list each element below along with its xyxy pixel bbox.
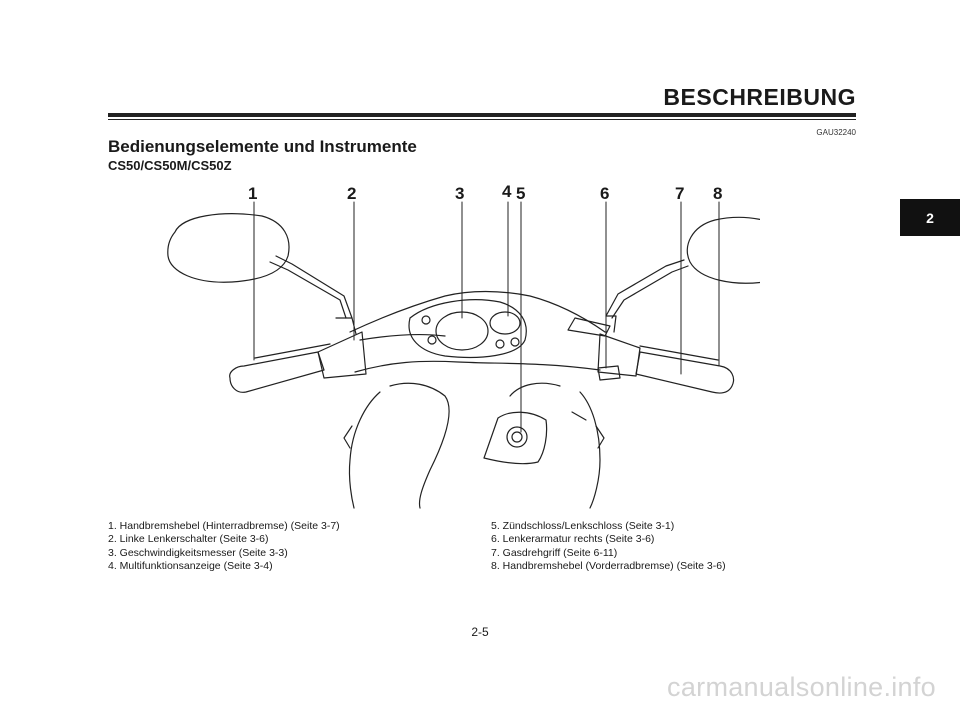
callout-8: 8 (713, 184, 722, 203)
multifunction-display (489, 311, 521, 349)
chapter-tab-label: 2 (926, 209, 934, 226)
chapter-title: BESCHREIBUNG (663, 84, 856, 110)
chapter-tab[interactable]: 2 (900, 199, 960, 236)
legend-item: 6. Lenkerarmatur rechts (Seite 3-6) (491, 533, 655, 546)
callout-1: 1 (248, 184, 257, 203)
legend-item: 1. Handbremshebel (Hinterradbremse) (Sei… (108, 520, 340, 532)
watermark[interactable]: carmanualsonline.info (667, 672, 936, 702)
legend-item: 2. Linke Lenkerschalter (Seite 3-6) (108, 533, 269, 546)
legend-item: 3. Geschwindigkeitsmesser (Seite 3-3) (108, 546, 288, 559)
callout-labels: 1 2 3 4 5 6 7 8 (248, 182, 722, 203)
callout-2: 2 (347, 184, 356, 203)
callout-5: 5 (516, 184, 525, 203)
scooter-body (343, 382, 605, 509)
callout-3: 3 (455, 184, 464, 203)
legend-item: 8. Handbremshebel (Vorderradbremse) (Sei… (491, 560, 726, 573)
header-rule-thick (108, 113, 856, 117)
callout-6: 6 (600, 184, 609, 203)
handlebar-illustration: 1 2 3 4 5 6 7 8 (167, 182, 760, 509)
legend-left: 1. Handbremshebel (Hinterradbremse) (Sei… (108, 520, 340, 574)
page-number: 2-5 (471, 625, 489, 639)
right-mirror (605, 216, 760, 319)
left-grip (229, 317, 367, 393)
legend-right: 5. Zündschloss/Lenkschloss (Seite 3-1) 6… (491, 520, 726, 574)
callout-4: 4 (502, 182, 512, 201)
reference-code: GAU32240 (816, 128, 856, 137)
legend-item: 7. Gasdrehgriff (Seite 6-11) (491, 546, 618, 559)
handlebar-cover (349, 290, 611, 373)
ignition-switch (483, 411, 548, 465)
header-rule-thin (108, 119, 856, 120)
legend-item: 4. Multifunktionsanzeige (Seite 3-4) (108, 560, 273, 573)
left-mirror (167, 213, 353, 319)
section-subtitle: CS50/CS50M/CS50Z (108, 158, 232, 173)
leader-lines (253, 201, 720, 433)
section-title: Bedienungselemente und Instrumente (108, 137, 417, 156)
legend-item: 5. Zündschloss/Lenkschloss (Seite 3-1) (491, 520, 675, 532)
speedometer (421, 311, 489, 351)
callout-7: 7 (675, 184, 684, 203)
right-grip (597, 315, 735, 394)
